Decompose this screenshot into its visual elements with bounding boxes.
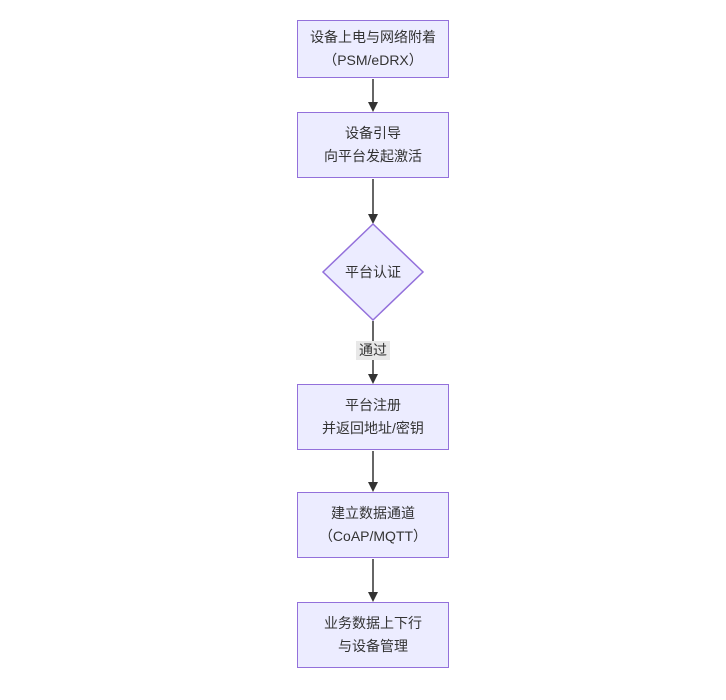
edge-label-pass: 通过: [356, 341, 390, 360]
node-business-line1: 业务数据上下行: [324, 615, 422, 631]
node-business: 业务数据上下行 与设备管理: [297, 602, 449, 668]
arrow-channel-to-business: [368, 559, 378, 602]
node-business-line2: 与设备管理: [338, 638, 408, 654]
arrow-power-to-bootstrap: [368, 79, 378, 112]
node-data-channel-line1: 建立数据通道: [331, 505, 415, 521]
arrow-register-to-channel: [368, 451, 378, 492]
node-register-line1: 平台注册: [345, 397, 401, 413]
node-power-attach-line2: （PSM/eDRX）: [323, 52, 423, 68]
node-register: 平台注册 并返回地址/密钥: [297, 384, 449, 450]
node-data-channel-line2: （CoAP/MQTT）: [318, 528, 428, 544]
node-power-attach-line1: 设备上电与网络附着: [310, 29, 436, 45]
node-register-line2: 并返回地址/密钥: [322, 420, 424, 436]
node-bootstrap: 设备引导 向平台发起激活: [297, 112, 449, 178]
arrow-bootstrap-to-auth: [368, 179, 378, 224]
node-platform-auth-label: 平台认证: [345, 264, 401, 280]
node-bootstrap-line1: 设备引导: [345, 125, 401, 141]
node-data-channel: 建立数据通道 （CoAP/MQTT）: [297, 492, 449, 558]
node-power-attach: 设备上电与网络附着 （PSM/eDRX）: [297, 20, 449, 78]
node-bootstrap-line2: 向平台发起激活: [324, 148, 422, 164]
